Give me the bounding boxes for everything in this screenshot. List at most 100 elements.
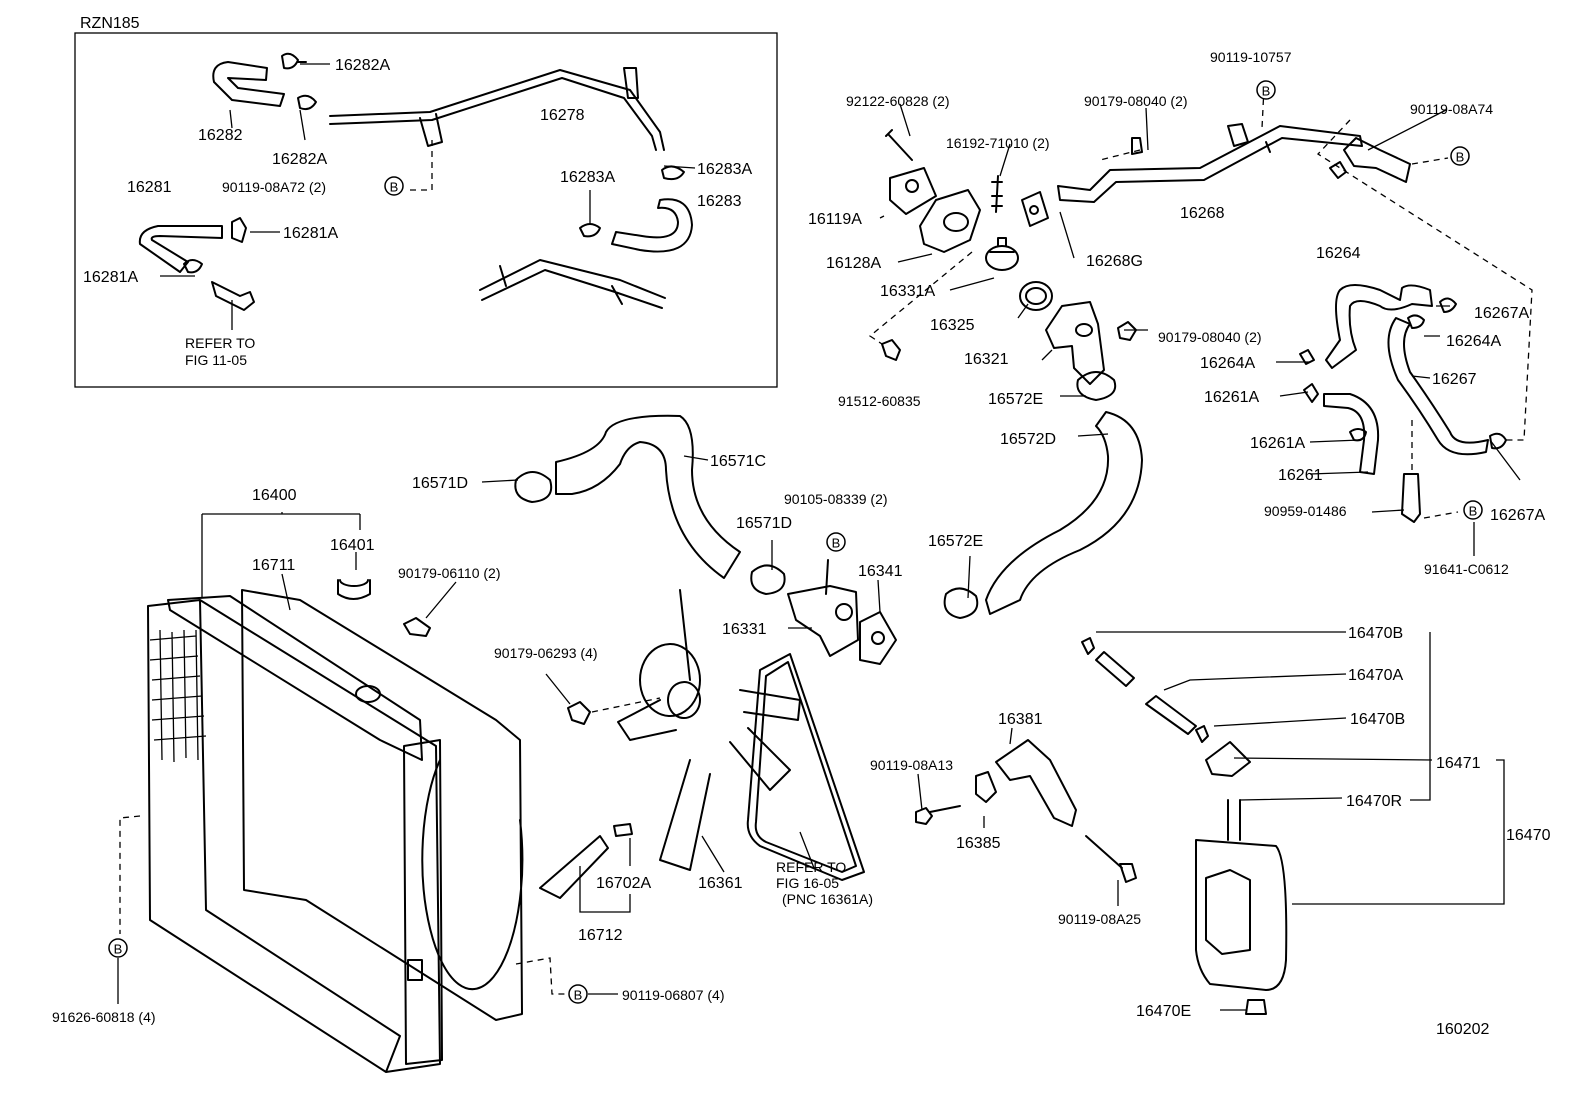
label-16278: 16278	[540, 107, 585, 124]
gasket-16325	[1019, 281, 1053, 311]
label-90179-08040-top: 90179-08040 (2)	[1084, 93, 1188, 109]
pipe-16268-brackets	[1131, 123, 1271, 155]
label-16331: 16331	[722, 621, 767, 638]
label-16711: 16711	[252, 557, 295, 574]
label-16283A-left: 16283A	[560, 169, 615, 186]
clamp-16282A-top	[281, 52, 307, 70]
radiator-top-tank	[167, 595, 423, 761]
clamp-16572E-top	[1076, 371, 1117, 401]
label-16283: 16283	[697, 193, 742, 210]
label-16571D-mid: 16571D	[736, 515, 792, 532]
clamp-16571D-left	[514, 471, 553, 503]
drain-16470E	[1245, 999, 1267, 1015]
bolt-90179-08040-mid	[1117, 321, 1137, 341]
radiator-16400	[147, 579, 524, 1073]
label-16385: 16385	[956, 835, 1001, 852]
bolt-90119-08A13	[915, 805, 961, 825]
label-16282: 16282	[198, 127, 243, 144]
inset-frame	[74, 32, 778, 388]
pipe-16278	[329, 69, 665, 151]
hose-16283	[611, 198, 693, 253]
shroud-16711	[241, 589, 524, 1021]
label-16192-71010: 16192-71010 (2)	[946, 135, 1050, 151]
clamp-16281A-left	[183, 259, 203, 274]
marker-b-90119-06807: B	[568, 984, 588, 1004]
label-16281: 16281	[127, 179, 172, 196]
clamp-16281A-right	[231, 217, 247, 243]
radiator-fins	[149, 629, 207, 763]
bolt-90105-08339	[825, 559, 829, 595]
leader-inset-b	[408, 140, 433, 191]
label-16281A-left: 16281A	[83, 269, 138, 286]
label-16281A-right: 16281A	[283, 225, 338, 242]
hose-16572D	[985, 411, 1143, 615]
label-refer-fig-11-05-line1: REFER TO	[185, 335, 255, 351]
label-91641-C0612: 91641-C0612	[1424, 561, 1509, 577]
hose-16282	[212, 61, 285, 107]
label-90179-08040-mid: 90179-08040 (2)	[1158, 329, 1262, 345]
bolt-91512-60835	[881, 339, 901, 361]
label-16471: 16471	[1436, 755, 1481, 772]
marker-b-91626-60818: B	[108, 938, 128, 958]
svg-text:B: B	[390, 180, 399, 195]
label-16400: 16400	[252, 487, 297, 504]
hose-16470R	[1227, 799, 1241, 841]
svg-text:B: B	[832, 536, 841, 551]
label-16381: 16381	[998, 711, 1043, 728]
label-90119-08A72: 90119-08A72 (2)	[222, 179, 326, 195]
label-16321: 16321	[964, 351, 1009, 368]
outlet-16321	[1045, 301, 1105, 385]
label-16268: 16268	[1180, 205, 1225, 222]
label-16261A-top: 16261A	[1204, 389, 1259, 406]
clamp-16267A-top	[1439, 297, 1457, 313]
clamp-16267A-bottom	[1489, 432, 1507, 450]
svg-text:B: B	[114, 942, 123, 957]
clamp-16572E-bottom	[943, 587, 979, 619]
bracket-and-reservoir	[915, 631, 1505, 1015]
label-91626-60818: 91626-60818 (4)	[52, 1009, 156, 1025]
clip-90179-06110	[403, 617, 431, 637]
label-90959-01486: 90959-01486	[1264, 503, 1347, 519]
clamp-16470B-bottom	[1195, 725, 1209, 743]
pipe-16268	[1057, 125, 1363, 203]
housing-16128A	[919, 189, 981, 253]
marker-b-90119-08A74: B	[1450, 146, 1470, 166]
label-16702A: 16702A	[596, 875, 651, 892]
label-90119-06807: 90119-06807 (4)	[622, 987, 724, 1003]
radiator-hoses: B	[514, 411, 1143, 665]
label-90179-06110: 90179-06110 (2)	[398, 565, 500, 581]
stud-16192-71010	[991, 175, 1003, 213]
label-16261A-mid: 16261A	[1250, 435, 1305, 452]
inset-model-label: RZN185	[80, 15, 140, 32]
svg-text:B: B	[1262, 84, 1271, 99]
label-90119-08A13: 90119-08A13	[870, 757, 953, 773]
dashed-fan-bolt	[591, 697, 661, 713]
union-fitting	[211, 281, 255, 311]
label-16283A-right: 16283A	[697, 161, 752, 178]
dashed-connector-lines-upper	[868, 87, 1533, 519]
bracket-90959-01486	[1401, 473, 1421, 523]
leaders-main	[201, 103, 1521, 913]
label-16571C: 16571C	[710, 453, 766, 470]
dashed-bottom-right	[515, 957, 566, 995]
clamp-16282A-bottom	[297, 94, 317, 111]
hose-16470A-long	[1145, 695, 1197, 735]
dashed-bottom-left	[119, 815, 141, 934]
label-16470: 16470	[1506, 827, 1551, 844]
label-90119-10757: 90119-10757	[1210, 49, 1292, 65]
label-16361: 16361	[698, 875, 743, 892]
clamp-16261A-top	[1303, 383, 1319, 403]
label-16470A: 16470A	[1348, 667, 1403, 684]
hose-16281	[138, 225, 223, 273]
label-16341: 16341	[858, 563, 903, 580]
marker-b-90119-10757: B	[1256, 80, 1276, 100]
pipe-16278-bracket	[419, 67, 639, 147]
clip-16702A	[613, 823, 633, 837]
dashed-b-08A74	[1411, 157, 1449, 165]
cap-16471	[1205, 741, 1251, 777]
label-refer-fig-16-05-line2: FIG 16-05	[776, 875, 839, 891]
clamp-16264A-left	[1299, 349, 1315, 365]
label-16401: 16401	[330, 537, 375, 554]
label-90119-08A74: 90119-08A74	[1410, 101, 1493, 117]
label-16268G: 16268G	[1086, 253, 1143, 270]
